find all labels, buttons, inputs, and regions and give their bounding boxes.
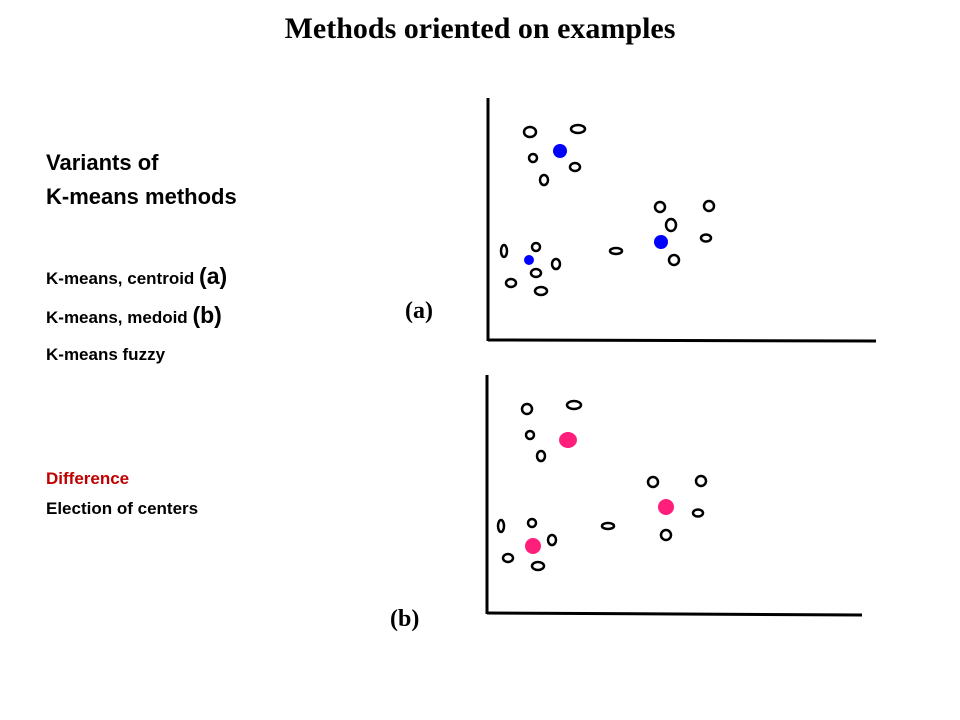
medoid-marker — [559, 432, 577, 448]
point — [699, 233, 713, 243]
point — [694, 474, 708, 488]
plot-a-points — [499, 123, 716, 297]
difference-label: Difference — [46, 469, 130, 488]
point — [530, 560, 546, 572]
point — [501, 552, 515, 564]
centroid-marker — [654, 235, 668, 249]
point — [529, 267, 543, 279]
point — [520, 402, 534, 416]
point — [702, 199, 716, 213]
point — [496, 518, 506, 534]
heading-line-1: Variants of — [46, 150, 159, 175]
point — [550, 257, 562, 271]
point — [646, 475, 660, 489]
heading-line-2: K-means methods — [46, 184, 237, 209]
point — [527, 152, 539, 164]
point — [546, 533, 558, 547]
method-fuzzy-name: K-means fuzzy — [46, 345, 166, 364]
method-medoid-tag: (b) — [192, 302, 222, 328]
point — [533, 285, 549, 297]
plot-a-centroids — [524, 144, 668, 265]
method-centroid-tag: (a) — [199, 263, 228, 289]
point — [568, 161, 582, 173]
point — [569, 123, 587, 135]
difference-text: Election of centers — [46, 499, 199, 518]
point — [667, 253, 681, 267]
method-medoid: K-means, medoid (b) — [46, 297, 227, 336]
point — [659, 528, 673, 542]
method-centroid-name: K-means, centroid — [46, 269, 195, 288]
point — [522, 125, 538, 139]
method-fuzzy: K-means fuzzy — [46, 336, 227, 373]
point — [664, 217, 678, 233]
point — [504, 277, 518, 289]
point — [691, 508, 705, 518]
point — [499, 243, 509, 259]
medoid-marker — [525, 538, 541, 554]
point — [600, 521, 616, 531]
plot-a-x-axis — [487, 338, 877, 343]
page-title: Methods oriented on examples — [284, 12, 676, 45]
methods-list: K-means, centroid (a) K-means, medoid (b… — [46, 258, 227, 373]
point — [538, 173, 550, 187]
point — [565, 399, 583, 411]
point — [535, 449, 547, 463]
plot-b-x-axis — [486, 611, 863, 617]
plot-b-points — [496, 399, 708, 572]
point — [526, 517, 538, 529]
point — [653, 200, 667, 214]
point — [608, 246, 624, 256]
difference-block: Difference Election of centers — [46, 464, 198, 524]
plot-b-medoids — [525, 432, 674, 554]
point — [530, 241, 542, 253]
method-medoid-name: K-means, medoid — [46, 308, 188, 327]
plot-a-label: (a) — [405, 298, 433, 324]
centroid-marker — [553, 144, 567, 158]
method-centroid: K-means, centroid (a) — [46, 258, 227, 297]
variants-heading: Variants of K-means methods — [46, 146, 237, 214]
plot-b-label: (b) — [390, 606, 420, 632]
medoid-marker — [658, 499, 674, 515]
point — [524, 429, 536, 441]
centroid-marker — [524, 255, 534, 265]
